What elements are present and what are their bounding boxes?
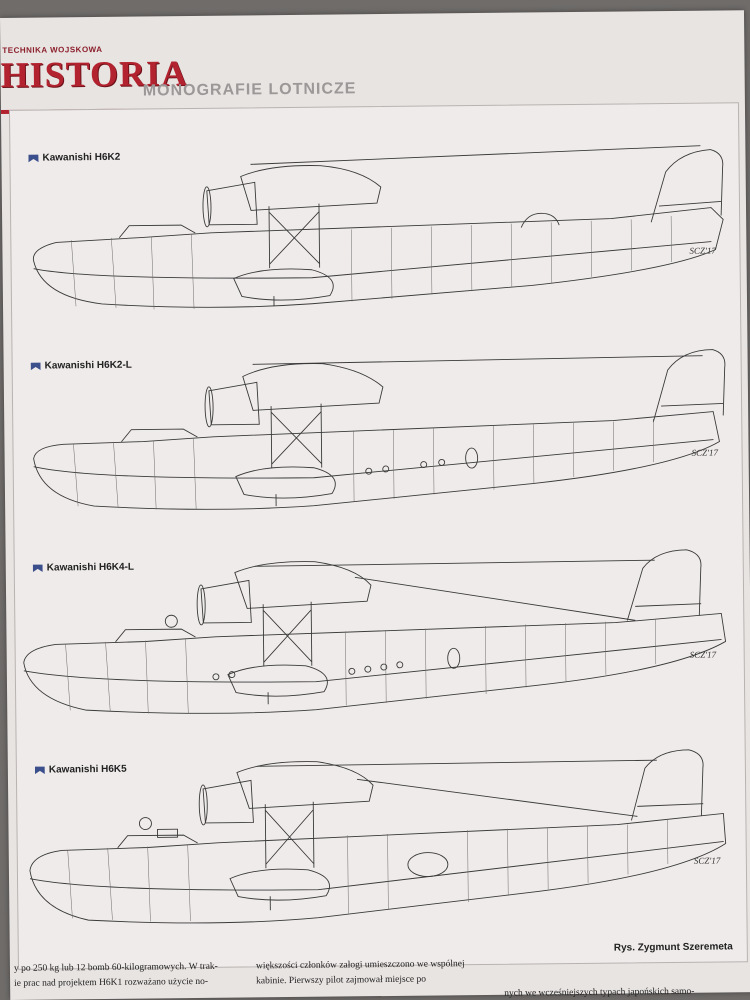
flying-boat-side-view: SCZ'17 [29, 749, 727, 924]
brand-logo: TECHNIKA WOJSKOWA HISTORIA [0, 39, 188, 108]
text-line: kabinie. Pierwszy pilot zajmował miejsce… [256, 974, 427, 987]
flying-boat-side-view: SCZ'17 [33, 349, 726, 510]
signature-2: SCZ'17 [692, 447, 719, 457]
page-header: TECHNIKA WOJSKOWA HISTORIA MONOGRAFIE LO… [0, 32, 741, 114]
text-line: ie prac nad projektem H6K1 rozważano uży… [14, 976, 209, 989]
text-line: nych we wcześniejszych typach japońskich… [504, 986, 695, 999]
body-text-column-3: nych we wcześniejszych typach japońskich… [504, 984, 744, 1000]
magazine-page: TECHNIKA WOJSKOWA HISTORIA MONOGRAFIE LO… [0, 10, 750, 1000]
text-line: większości członków załogi umieszczono w… [255, 959, 465, 972]
series-title: MONOGRAFIE LOTNICZE [142, 80, 357, 100]
aircraft-drawing-1: SCZ'17 [10, 123, 742, 321]
flying-boat-side-view: SCZ'17 [23, 549, 727, 714]
aircraft-drawing-2: SCZ'17 [12, 331, 744, 529]
aircraft-drawing-3: SCZ'17 [14, 535, 746, 733]
body-text-column-1: y po 250 kg lub 12 bomb 60-kilogramowych… [14, 959, 244, 991]
flying-boat-side-view: SCZ'17 [32, 145, 724, 310]
drawing-plate: Kawanishi H6K2 [8, 102, 749, 970]
signature-3: SCZ'17 [690, 650, 717, 660]
signature-4: SCZ'17 [694, 855, 721, 865]
signature-1: SCZ'17 [689, 246, 716, 256]
body-text-column-2: większości członków załogi umieszczono w… [256, 957, 488, 989]
illustration-credit: Rys. Zygmunt Szeremeta [613, 941, 733, 954]
text-line: y po 250 kg lub 12 bomb 60-kilogramowych… [13, 961, 218, 974]
aircraft-drawing-4: SCZ'17 [17, 735, 749, 943]
